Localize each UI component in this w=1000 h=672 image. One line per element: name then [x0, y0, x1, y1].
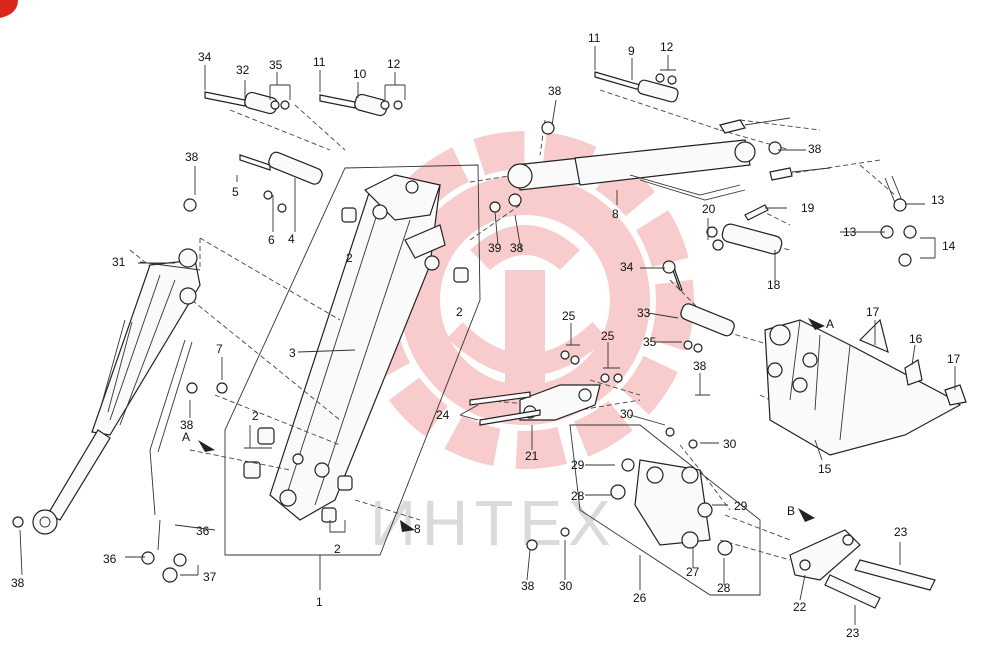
callout-38: 38 [11, 576, 25, 590]
callout-28: 28 [571, 489, 585, 503]
callout-38: 38 [521, 579, 535, 593]
callout-12: 12 [660, 40, 674, 54]
view-label-b: B [787, 504, 795, 518]
callout-32: 32 [236, 63, 250, 77]
callout-9: 9 [628, 44, 635, 58]
callout-11: 11 [588, 31, 601, 45]
callout-17: 17 [947, 352, 961, 366]
callout-8: 8 [414, 522, 421, 536]
boom-cylinder [12, 198, 228, 583]
callout-30: 30 [620, 407, 634, 421]
callout-15: 15 [818, 462, 832, 476]
callout-33: 33 [637, 306, 651, 320]
callout-30: 30 [723, 437, 737, 451]
corner-mark [0, 0, 18, 18]
link-26-assembly [526, 424, 761, 596]
arm-cylinder [489, 71, 831, 213]
callout-38: 38 [510, 241, 524, 255]
callout-19: 19 [801, 201, 815, 215]
callout-13: 13 [931, 193, 945, 207]
callout-36: 36 [196, 524, 210, 538]
callout-12: 12 [387, 57, 401, 71]
callout-39: 39 [488, 241, 502, 255]
callout-38: 38 [180, 418, 194, 432]
callout-6: 6 [268, 233, 275, 247]
callout-27: 27 [686, 565, 700, 579]
callout-23: 23 [894, 525, 908, 539]
callout-17: 17 [866, 305, 880, 319]
view-arrow [798, 508, 815, 522]
callout-23: 23 [846, 626, 860, 640]
view-arrow [400, 520, 415, 532]
callout-38: 38 [548, 84, 562, 98]
callout-26: 26 [633, 591, 647, 605]
callout-10: 10 [353, 67, 367, 81]
callout-4: 4 [288, 232, 295, 246]
callout-38: 38 [185, 150, 199, 164]
callout-8: 8 [612, 207, 619, 221]
callout-34: 34 [198, 50, 212, 64]
callout-11: 11 [313, 55, 326, 69]
view-arrow [198, 440, 215, 452]
callout-18: 18 [767, 278, 781, 292]
callout-labels: 1 2 2 2 2 3 4 5 6 7 8 8 9 10 11 11 12 12… [11, 31, 961, 640]
callout-16: 16 [909, 332, 923, 346]
callout-38: 38 [693, 359, 707, 373]
callout-24: 24 [436, 408, 450, 422]
view-label-a: A [182, 430, 190, 444]
callout-28: 28 [717, 581, 731, 595]
callout-38: 38 [808, 142, 822, 156]
callout-29: 29 [734, 499, 748, 513]
callout-5: 5 [232, 185, 239, 199]
pin-set-left [204, 91, 403, 213]
callout-34: 34 [620, 260, 634, 274]
callout-21: 21 [525, 449, 539, 463]
callout-36: 36 [103, 552, 117, 566]
view-arrow [808, 318, 825, 330]
callout-14: 14 [942, 239, 956, 253]
hose-fittings [706, 175, 917, 267]
callout-37: 37 [203, 570, 217, 584]
callout-2: 2 [456, 305, 463, 319]
link-21 [469, 350, 623, 426]
callout-31: 31 [112, 255, 126, 269]
callout-2: 2 [252, 409, 259, 423]
callout-7: 7 [216, 342, 223, 356]
callout-35: 35 [269, 58, 283, 72]
callout-2: 2 [346, 251, 353, 265]
watermark-text: ИНТЕХ [370, 487, 617, 559]
callout-2: 2 [334, 542, 341, 556]
callout-22: 22 [793, 600, 807, 614]
boom-assembly [224, 164, 481, 590]
callout-29: 29 [571, 458, 585, 472]
callout-25: 25 [562, 309, 576, 323]
side-link-22 [789, 529, 936, 609]
callout-20: 20 [702, 202, 716, 216]
callout-3: 3 [289, 346, 296, 360]
bucket [662, 260, 967, 456]
view-label-a: A [826, 317, 834, 331]
callout-1: 1 [316, 595, 323, 609]
callout-35: 35 [643, 335, 657, 349]
callout-30: 30 [559, 579, 573, 593]
callout-25: 25 [601, 329, 615, 343]
